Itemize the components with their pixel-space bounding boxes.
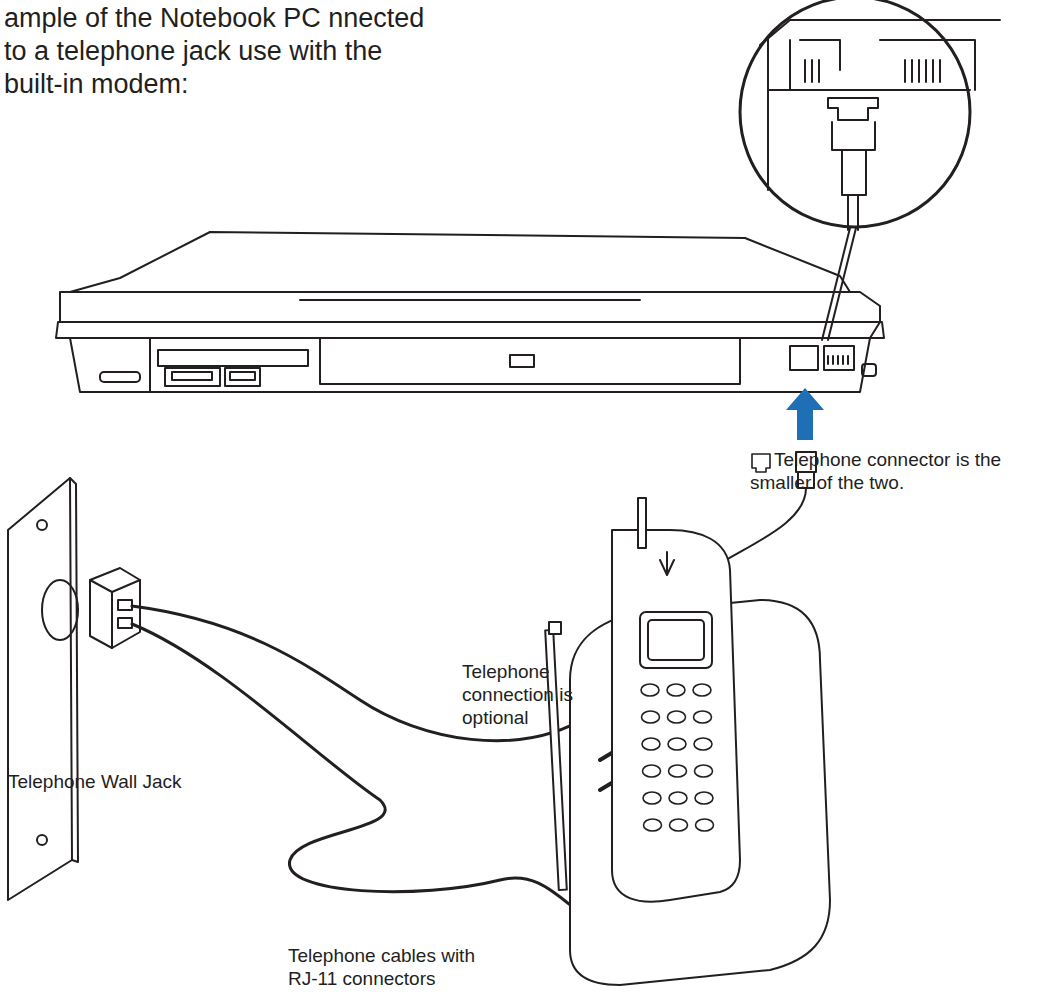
keypad-button xyxy=(641,684,659,696)
magnified-port-view xyxy=(740,0,1000,340)
keypad-button xyxy=(669,765,687,777)
insert-arrow xyxy=(786,388,824,440)
keypad-button xyxy=(669,792,687,804)
keypad-button xyxy=(668,711,686,723)
keypad-button xyxy=(644,819,662,831)
phone-connector-icon xyxy=(752,454,770,472)
keypad-button xyxy=(642,738,660,750)
cable-label: Telephone cables with RJ-11 connectors xyxy=(288,944,493,990)
keypad-button xyxy=(696,819,714,831)
keypad-buttons xyxy=(641,684,714,831)
part-name: Telephone Wall Jack xyxy=(8,770,208,793)
keypad-button xyxy=(643,765,661,777)
keypad-button xyxy=(695,792,713,804)
wall-jack xyxy=(8,478,140,900)
notebook-pc xyxy=(56,232,884,392)
keypad-button xyxy=(667,684,685,696)
cable-label: Telephone connection is optional xyxy=(462,660,582,730)
keypad-button xyxy=(668,738,686,750)
heading: ample of the Notebook PC nnected to a te… xyxy=(4,2,444,101)
keypad-button xyxy=(694,738,712,750)
keypad-button xyxy=(642,711,660,723)
cordless-telephone xyxy=(545,498,830,985)
callout-note: Telephone connector is the smaller of th… xyxy=(750,448,1035,494)
keypad-button xyxy=(694,711,712,723)
keypad-button xyxy=(670,819,688,831)
keypad-button xyxy=(695,765,713,777)
keypad-button xyxy=(643,792,661,804)
keypad-button xyxy=(693,684,711,696)
